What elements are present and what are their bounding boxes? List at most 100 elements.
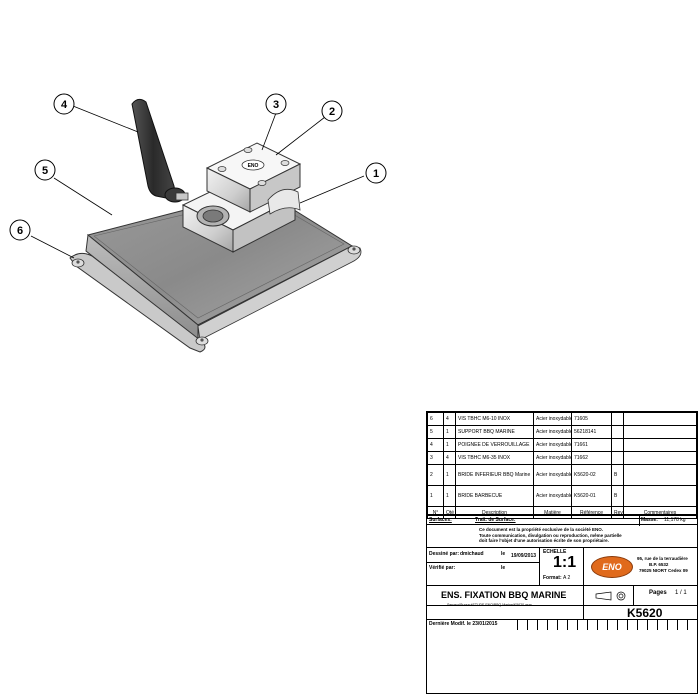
leader-lines — [30, 105, 365, 259]
scale-label: ECHELLE — [543, 549, 567, 555]
bom-cell: 71661 — [571, 438, 612, 452]
checked-date-label: le — [501, 565, 506, 571]
bom-cell — [623, 485, 697, 507]
balloon-2: 2 — [321, 100, 343, 122]
address-line-3: 79025 NIORT Cedex 09 — [639, 568, 688, 573]
bom-cell: K5620-01 — [571, 485, 612, 507]
bom-row: 3 4 VIS TBHC M6-35 INOX Acier inoxydable… — [427, 451, 697, 465]
bom-row: 5 1 SUPPORT BBQ MARINE Acier inoxydable … — [427, 425, 697, 439]
balloon-4: 4 — [53, 93, 75, 115]
balloon-5: 5 — [34, 159, 56, 181]
projection-symbol-icon — [595, 591, 626, 601]
title-row: ENS. FIXATION BBQ MARINE Pages 1 / 1 — [427, 585, 697, 606]
bom-cell: SUPPORT BBQ MARINE — [455, 425, 534, 439]
bom-cell: 56218141 — [571, 425, 612, 439]
svg-text:3: 3 — [273, 99, 279, 111]
balloon-1: 1 — [365, 162, 387, 184]
checked-by-label: Vérifié par: — [429, 565, 456, 571]
surfaces-label: Surfaces: — [429, 517, 452, 523]
bom-cell: 4 — [443, 412, 456, 426]
mass-label: Masse: — [641, 517, 658, 523]
bom-cell: 1 — [443, 425, 456, 439]
notice-row: Ce document est la propriété exclusive d… — [427, 524, 697, 547]
bom-cell: K5620-02 — [571, 464, 612, 486]
last-modified-row: Dernière Modif. le 23/01/2015 — [427, 619, 697, 630]
bom-cell: Acier inoxydable — [533, 425, 572, 439]
bom-cell — [611, 451, 624, 465]
balloon-6: 6 — [9, 219, 31, 241]
bom-cell — [611, 425, 624, 439]
bom-cell: POIGNEE DE VERROUILLAGE — [455, 438, 534, 452]
file-path: Serveur\Bureau\ETUDE ENO\BBQ Marine\K562… — [447, 603, 532, 607]
format-value: A 2 — [563, 575, 571, 581]
surfaces-row: Surfaces: Trait. de Surface: Masse: 11,1… — [427, 514, 697, 526]
bom-cell — [611, 412, 624, 426]
bom-row: 4 1 POIGNEE DE VERROUILLAGE Acier inoxyd… — [427, 438, 697, 452]
notice-line-1: Ce document est la propriété exclusive d… — [479, 527, 604, 532]
bom-row: 2 1 BRIDE INFERIEUR BBQ Marine Acier ino… — [427, 464, 697, 486]
bom-cell: BRIDE BARBECUE — [455, 485, 534, 507]
bom-cell: 1 — [443, 485, 456, 507]
surface-treatment-label: Trait. de Surface: — [475, 517, 516, 523]
bom-cell — [623, 438, 697, 452]
reference-row: K5620 Serveur\Bureau\ETUDE ENO\BBQ Marin… — [427, 603, 697, 620]
balloon-3: 3 — [265, 93, 287, 115]
title-block: 6 4 VIS TBHC M6-10 INOX Acier inoxydable… — [426, 411, 698, 694]
bom-cell: B — [611, 485, 624, 507]
bom-cell: 1 — [427, 485, 444, 507]
bom-cell — [623, 451, 697, 465]
drawn-date-value: 19/09/2013 — [511, 553, 537, 559]
eno-logo: ENO — [591, 556, 633, 578]
svg-text:4: 4 — [61, 99, 68, 111]
bom-cell: Acier inoxydable Z7CN18.09 — [533, 464, 572, 486]
bom-cell: BRIDE INFERIEUR BBQ Marine — [455, 464, 534, 486]
bom-cell: 3 — [427, 451, 444, 465]
bom-cell: 4 — [427, 438, 444, 452]
bom-cell: Acier inoxydable — [533, 438, 572, 452]
svg-text:1: 1 — [373, 168, 379, 180]
drawn-date-label: le — [501, 551, 506, 557]
drawing-title: ENS. FIXATION BBQ MARINE — [441, 590, 567, 600]
bom-row: 6 4 VIS TBHC M6-10 INOX Acier inoxydable… — [427, 412, 697, 426]
bom-cell: Acier inoxydable — [533, 451, 572, 465]
drawn-by-value: dmichaud — [460, 551, 484, 557]
scale-value: 1:1 — [553, 554, 577, 571]
assembly-drawing: ENO 4 3 2 1 5 6 — [9, 93, 387, 353]
format-label: Format: — [543, 575, 562, 581]
bom-cell — [623, 425, 697, 439]
bom-cell: 6 — [427, 412, 444, 426]
notice-line-3: doit faire l'objet d'une autorisation éc… — [479, 538, 609, 543]
bom-cell — [611, 438, 624, 452]
bom-cell: 1 — [443, 438, 456, 452]
bom-cell: Acier inoxydable Z7CN18.09 — [533, 485, 572, 507]
bom-cell: 1 — [443, 464, 456, 486]
address-line-2: B.P. 6532 — [649, 562, 669, 567]
bom-cell: B — [611, 464, 624, 486]
bom-row: 1 1 BRIDE BARBECUE Acier inoxydable Z7CN… — [427, 485, 697, 507]
bom-cell: 71662 — [571, 451, 612, 465]
drawn-by-label: Dessiné par: — [429, 551, 460, 557]
bom-cell: VIS TBHC M6-35 INOX — [455, 451, 534, 465]
svg-text:2: 2 — [329, 106, 335, 118]
pages-value: 1 / 1 — [675, 590, 687, 596]
last-modified: Dernière Modif. le 23/01/2015 — [429, 621, 498, 627]
bom-cell: 71605 — [571, 412, 612, 426]
bom-cell — [623, 464, 697, 486]
svg-text:5: 5 — [42, 165, 48, 177]
bill-of-materials: 6 4 VIS TBHC M6-10 INOX Acier inoxydable… — [427, 412, 697, 519]
address-line-1: 95, rue de la terraudière — [637, 556, 688, 561]
logo-text: ENO — [602, 562, 622, 572]
pages-label: Pages — [649, 590, 667, 596]
bom-cell: Acier inoxydable — [533, 412, 572, 426]
notice-line-2: Toute communication, divulgation ou repr… — [479, 532, 622, 538]
svg-text:6: 6 — [17, 225, 23, 237]
bom-cell: 4 — [443, 451, 456, 465]
bom-cell: 2 — [427, 464, 444, 486]
locking-handle — [131, 98, 189, 203]
mass-value: 11,178 kg — [664, 517, 686, 523]
bom-cell: VIS TBHC M6-10 INOX — [455, 412, 534, 426]
bom-cell — [623, 412, 697, 426]
drawing-reference: K5620 — [627, 606, 663, 620]
author-row: Dessiné par: dmichaud le 19/09/2013 Véri… — [427, 547, 697, 606]
bom-cell: 5 — [427, 425, 444, 439]
